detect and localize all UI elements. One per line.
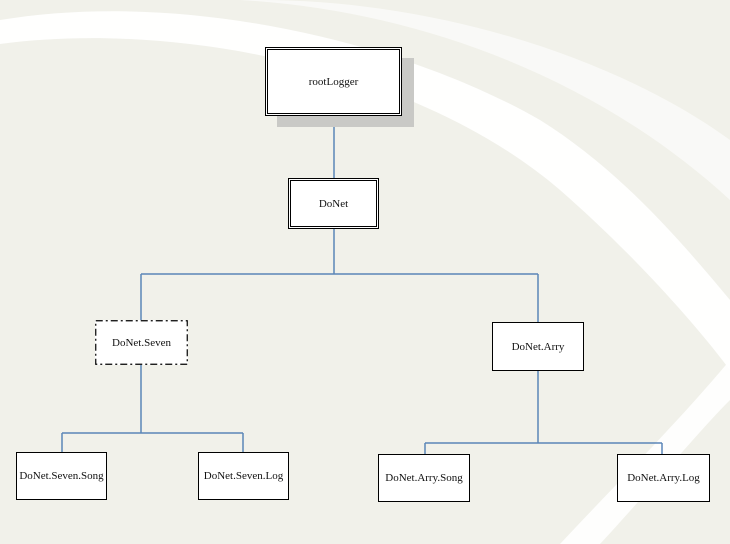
background-swoosh-lower bbox=[0, 0, 730, 200]
node-donet-arry-log[interactable]: DoNet.Arry.Log bbox=[617, 454, 710, 502]
node-root-logger[interactable]: rootLogger bbox=[265, 47, 402, 116]
node-donet-arry-song[interactable]: DoNet.Arry.Song bbox=[378, 454, 470, 502]
node-donet-arry-label: DoNet.Arry bbox=[511, 340, 565, 353]
connector-lines bbox=[61, 115, 663, 454]
node-donet-seven-song[interactable]: DoNet.Seven.Song bbox=[16, 452, 107, 500]
node-donet-seven-log[interactable]: DoNet.Seven.Log bbox=[198, 452, 289, 500]
node-donet-arry[interactable]: DoNet.Arry bbox=[492, 322, 584, 371]
node-donet-arry-song-label: DoNet.Arry.Song bbox=[385, 472, 463, 484]
background-swoosh-right bbox=[560, 360, 730, 544]
node-donet-seven[interactable]: DoNet.Seven bbox=[95, 320, 188, 365]
node-donet-label: DoNet bbox=[318, 197, 349, 210]
node-donet-seven-log-label: DoNet.Seven.Log bbox=[203, 470, 284, 482]
node-root-logger-label: rootLogger bbox=[308, 75, 359, 88]
node-donet[interactable]: DoNet bbox=[288, 178, 379, 229]
node-donet-seven-label: DoNet.Seven bbox=[112, 336, 171, 349]
node-donet-arry-log-label: DoNet.Arry.Log bbox=[627, 472, 700, 484]
node-donet-seven-song-label: DoNet.Seven.Song bbox=[19, 470, 104, 482]
